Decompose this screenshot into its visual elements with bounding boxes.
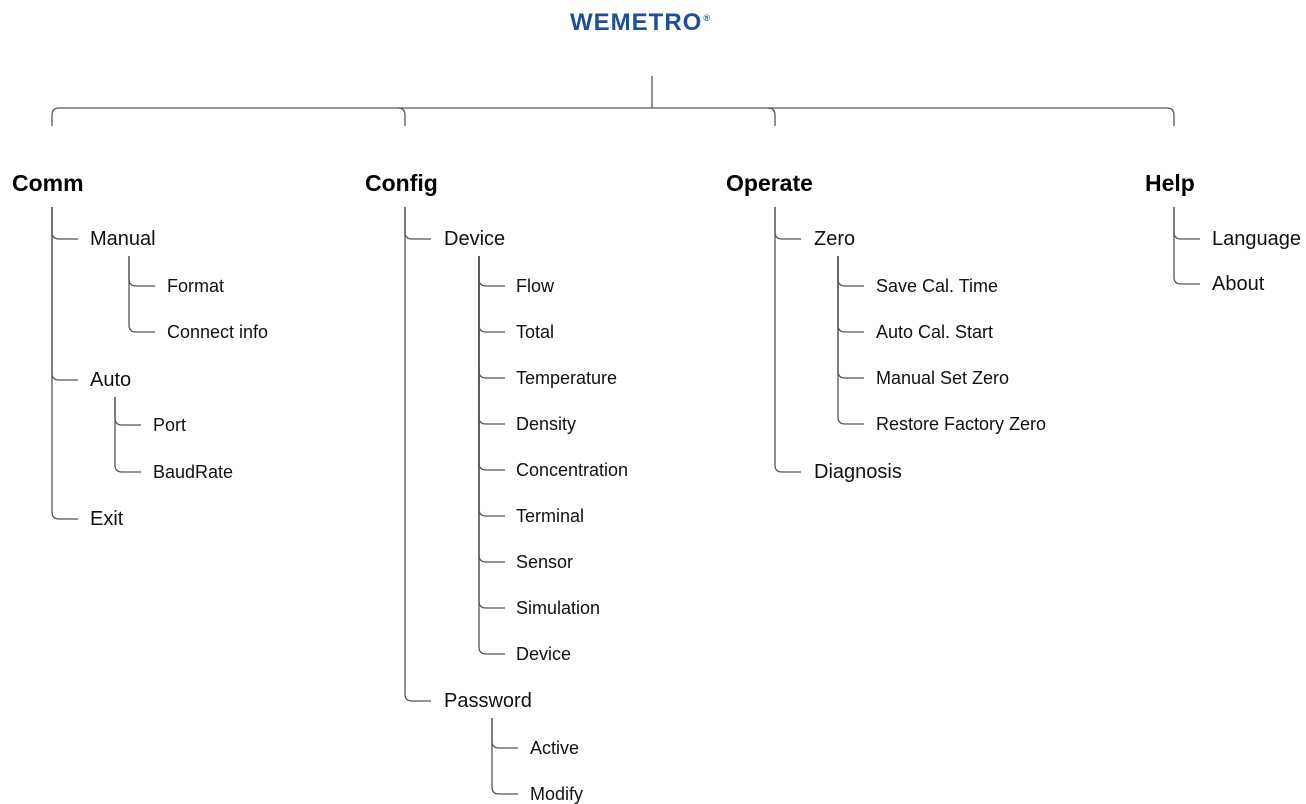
bus-drop-line (397, 107, 406, 126)
connector-config-device (404, 207, 431, 240)
connector-password-modify (491, 718, 518, 795)
menu-operate: Operate (726, 169, 813, 196)
connector-device-density (478, 256, 505, 425)
connector-operate-zero (774, 207, 801, 240)
connector-zero-manual-set-zero (837, 256, 864, 379)
menu-item-device: Device (444, 228, 506, 250)
menu-comm: Comm (12, 169, 84, 196)
menu-item-language: Language (1212, 228, 1301, 250)
top-bus-line (51, 107, 1175, 126)
menu-item-about: About (1212, 273, 1265, 295)
bus-drop-line (767, 107, 776, 126)
menu-item-diagnosis: Diagnosis (814, 461, 902, 483)
submenu-item-simulation: Simulation (516, 598, 601, 618)
connector-device-device (478, 256, 505, 655)
connector-manual-format (128, 256, 155, 287)
submenu-item-active: Active (530, 738, 580, 758)
connector-comm-manual (51, 207, 78, 240)
connector-comm-auto (51, 207, 78, 381)
submenu-item-format: Format (167, 276, 225, 296)
connector-config-password (404, 207, 431, 702)
connector-auto-port (114, 397, 141, 426)
submenu-item-density: Density (516, 414, 577, 434)
menu-item-zero: Zero (814, 228, 856, 250)
menu-item-manual: Manual (90, 228, 156, 250)
connector-device-concentration (478, 256, 505, 471)
connector-device-simulation (478, 256, 505, 609)
submenu-item-concentration: Concentration (516, 460, 629, 480)
submenu-item-total: Total (516, 322, 555, 342)
connector-zero-restore-factory-zero (837, 256, 864, 425)
connector-device-temperature (478, 256, 505, 379)
submenu-item-port: Port (153, 415, 187, 435)
submenu-item-flow: Flow (516, 276, 555, 296)
submenu-item-auto-cal-start: Auto Cal. Start (876, 322, 994, 342)
submenu-item-sensor: Sensor (516, 552, 574, 572)
connector-help-language (1173, 207, 1200, 240)
connector-help-about (1173, 207, 1200, 285)
menu-config: Config (365, 169, 438, 196)
submenu-item-connect-info: Connect info (167, 322, 269, 342)
registered-mark: ® (703, 13, 711, 23)
connector-comm-exit (51, 207, 78, 520)
connector-zero-auto-cal-start (837, 256, 864, 333)
logo-text: WEMETRO (570, 9, 703, 36)
connector-operate-diagnosis (774, 207, 801, 473)
submenu-item-temperature: Temperature (516, 368, 618, 388)
submenu-item-modify: Modify (530, 784, 584, 804)
submenu-item-manual-set-zero: Manual Set Zero (876, 368, 1010, 388)
submenu-item-save-cal-time: Save Cal. Time (876, 276, 999, 296)
connector-auto-baudrate (114, 397, 141, 473)
submenu-item-device: Device (516, 644, 572, 664)
menu-item-auto: Auto (90, 369, 132, 391)
menu-item-password: Password (444, 690, 532, 712)
connector-password-active (491, 718, 518, 749)
connector-device-total (478, 256, 505, 333)
connector-device-terminal (478, 256, 505, 517)
submenu-item-restore-factory-zero: Restore Factory Zero (876, 414, 1047, 434)
submenu-item-baudrate: BaudRate (153, 462, 234, 482)
wemetro-logo: WEMETRO® (570, 9, 711, 37)
connector-device-flow (478, 256, 505, 287)
connector-manual-connect-info (128, 256, 155, 333)
connector-zero-save-cal-time (837, 256, 864, 287)
menu-help: Help (1145, 169, 1195, 196)
menu-item-exit: Exit (90, 508, 124, 530)
submenu-item-terminal: Terminal (516, 506, 585, 526)
